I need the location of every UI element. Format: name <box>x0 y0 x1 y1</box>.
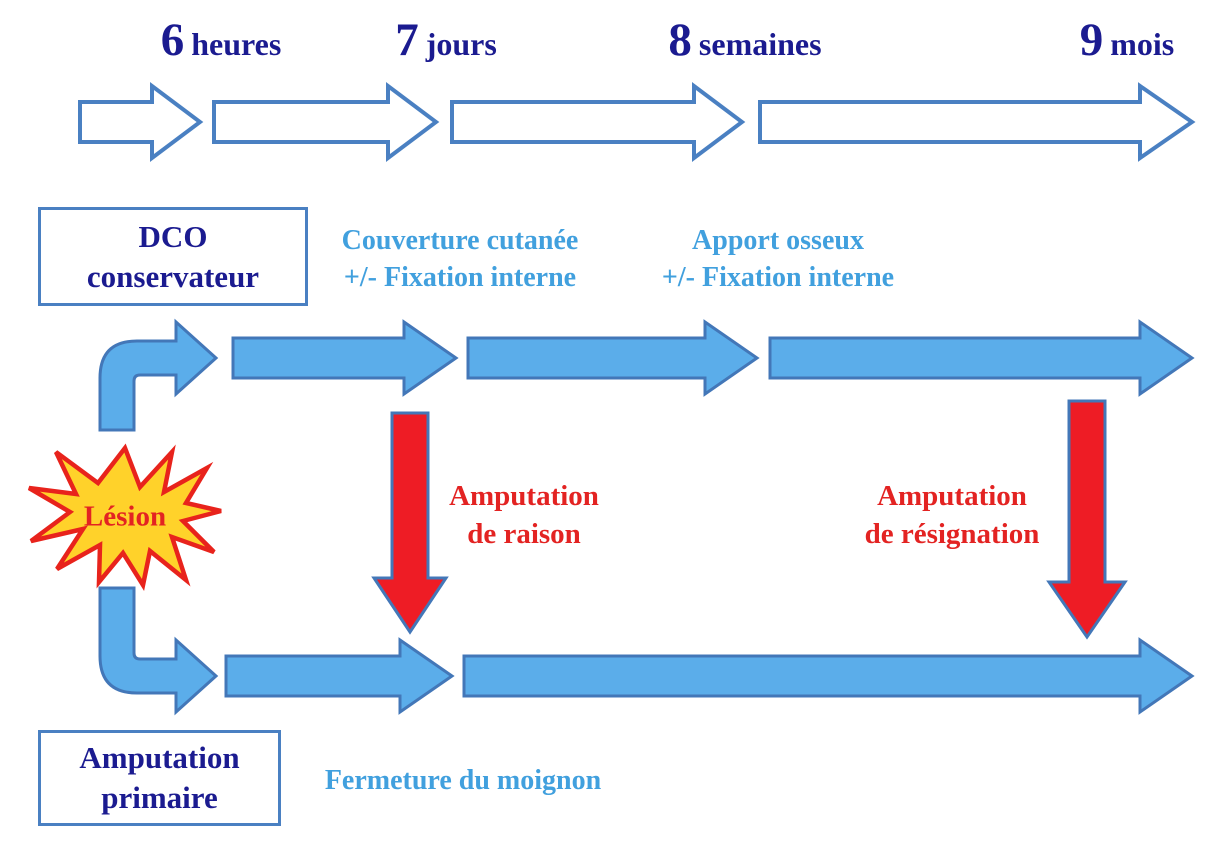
dco-box-line1: DCO <box>138 218 208 254</box>
couverture-note: Couverture cutanée +/- Fixation interne <box>342 222 579 296</box>
dco-elbow-arrow <box>98 318 219 432</box>
dco-conservateur-box: DCO conservateur <box>38 207 308 306</box>
amputation-box-line2: primaire <box>101 780 218 815</box>
fermeture-note: Fermeture du moignon <box>324 765 602 796</box>
milestone-number: 8 <box>668 14 692 66</box>
apport-note: Apport osseux +/- Fixation interne <box>662 222 894 296</box>
amputation-raison-note: Amputation de raison <box>449 477 599 553</box>
milestone-unit: jours <box>425 26 497 62</box>
dco-arrow-4 <box>768 319 1195 397</box>
resignation-line1: Amputation <box>877 480 1027 512</box>
milestone-number: 7 <box>395 14 419 66</box>
timeline-arrow-2 <box>212 82 440 162</box>
milestone-number: 6 <box>160 14 185 66</box>
timeline-arrow-3 <box>450 82 746 162</box>
dco-arrow-3 <box>466 319 760 397</box>
dco-box-line2: conservateur <box>86 258 260 294</box>
milestone-unit: mois <box>1110 26 1175 62</box>
lesion-label: Lésion <box>83 500 167 533</box>
dco-arrow-2 <box>231 319 459 397</box>
milestone-unit: heures <box>191 26 282 62</box>
couverture-line1: Couverture cutanée <box>341 225 579 256</box>
amputation-arrow-2 <box>224 637 455 715</box>
apport-line2: +/- Fixation interne <box>661 262 895 293</box>
amputation-resignation-note: Amputation de résignation <box>865 477 1040 553</box>
amputation-elbow-arrow <box>98 586 219 716</box>
raison-line2: de raison <box>467 518 581 550</box>
amputation-box-line1: Amputation <box>79 740 240 775</box>
timeline-arrow-4 <box>758 82 1196 162</box>
couverture-line2: +/- Fixation interne <box>343 262 577 293</box>
milestone-unit: semaines <box>698 26 822 62</box>
amputation-primaire-box: Amputation primaire <box>38 730 281 826</box>
amputation-arrow-3 <box>462 637 1195 715</box>
amputation-raison-arrow <box>371 411 449 635</box>
amputation-resignation-arrow <box>1046 399 1128 640</box>
milestone-number: 9 <box>1079 14 1104 66</box>
resignation-line2: de résignation <box>864 518 1040 550</box>
timeline-arrow-1 <box>78 82 204 162</box>
apport-line1: Apport osseux <box>692 225 864 256</box>
raison-line1: Amputation <box>449 480 599 512</box>
lesion-starburst <box>27 443 222 591</box>
